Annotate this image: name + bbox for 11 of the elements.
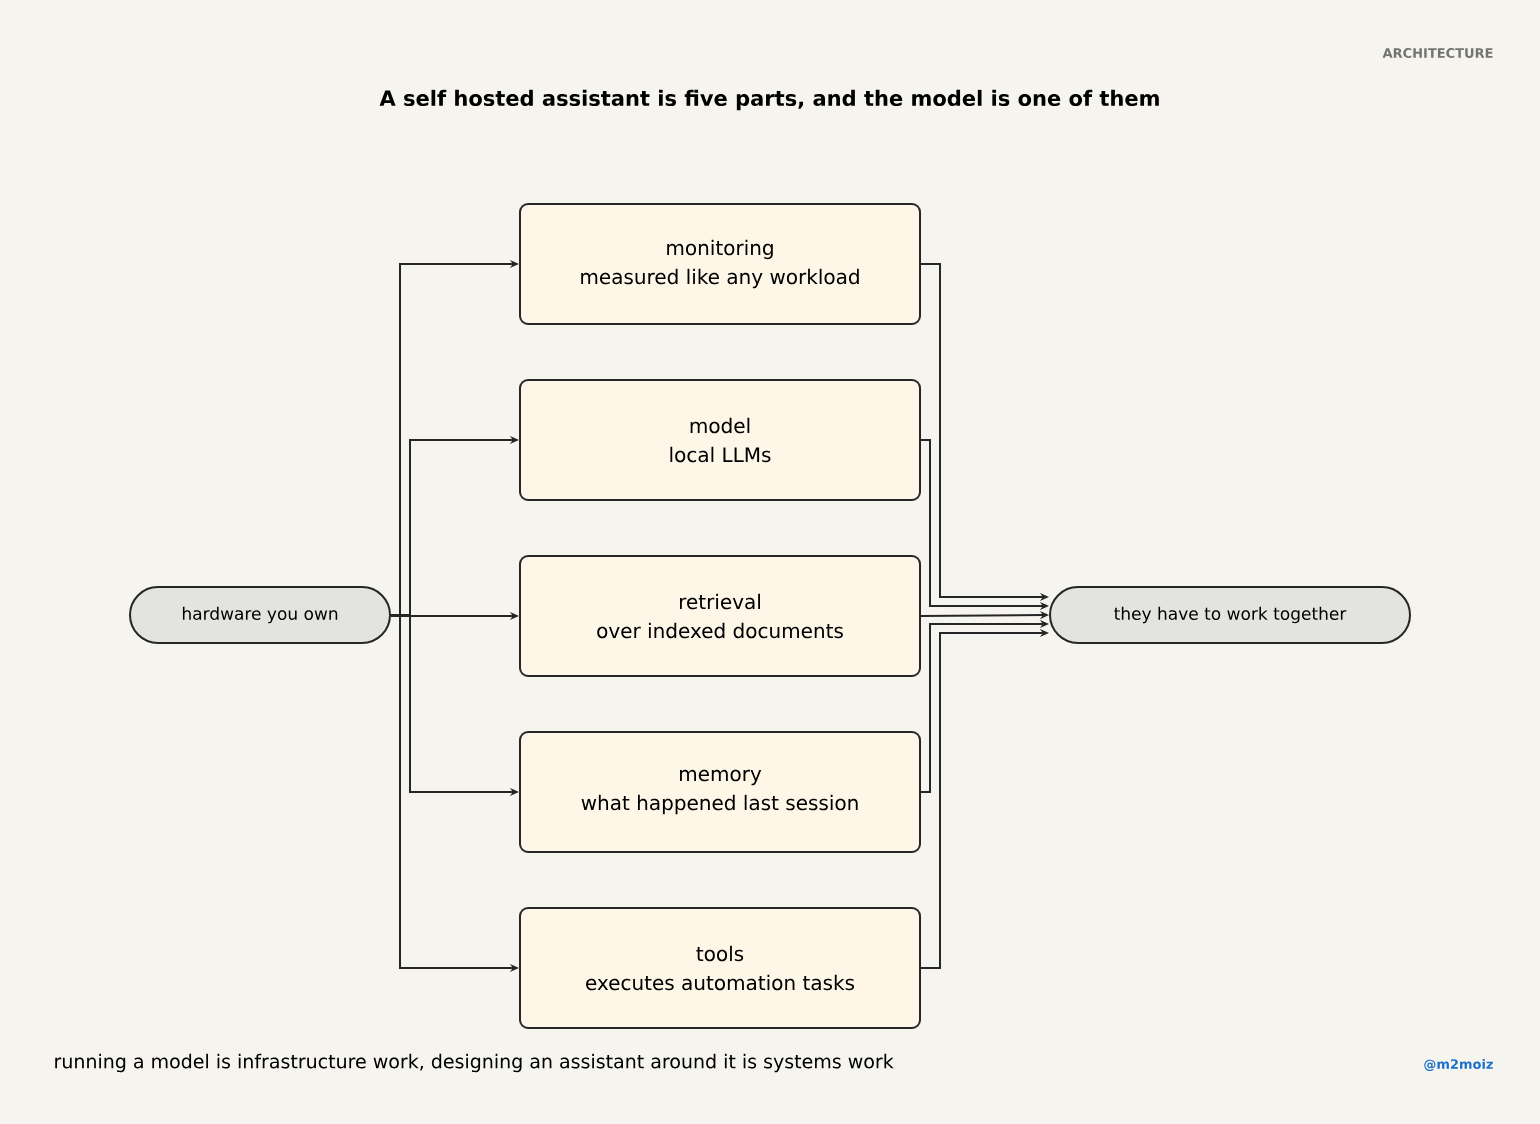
process-box: retrieval over indexed documents [519,555,921,677]
caption: running a model is infrastructure work, designing an assistant around it is systems work [55,1053,894,1073]
process-box: model local LLMs [519,379,921,501]
process-box: monitoring measured like any workload [519,203,921,325]
author-handle: @m2moiz [1424,1058,1493,1072]
process-box: memory what happened last session [519,731,921,853]
terminal-pill: hardware you own [129,586,391,644]
section-tag: ARCHITECTURE [1382,48,1493,58]
terminal-pill: they have to work together [1049,586,1411,644]
process-box: tools executes automation tasks [519,907,921,1029]
title: A self hosted assistant is five parts, and the model is one of them [379,89,1159,111]
